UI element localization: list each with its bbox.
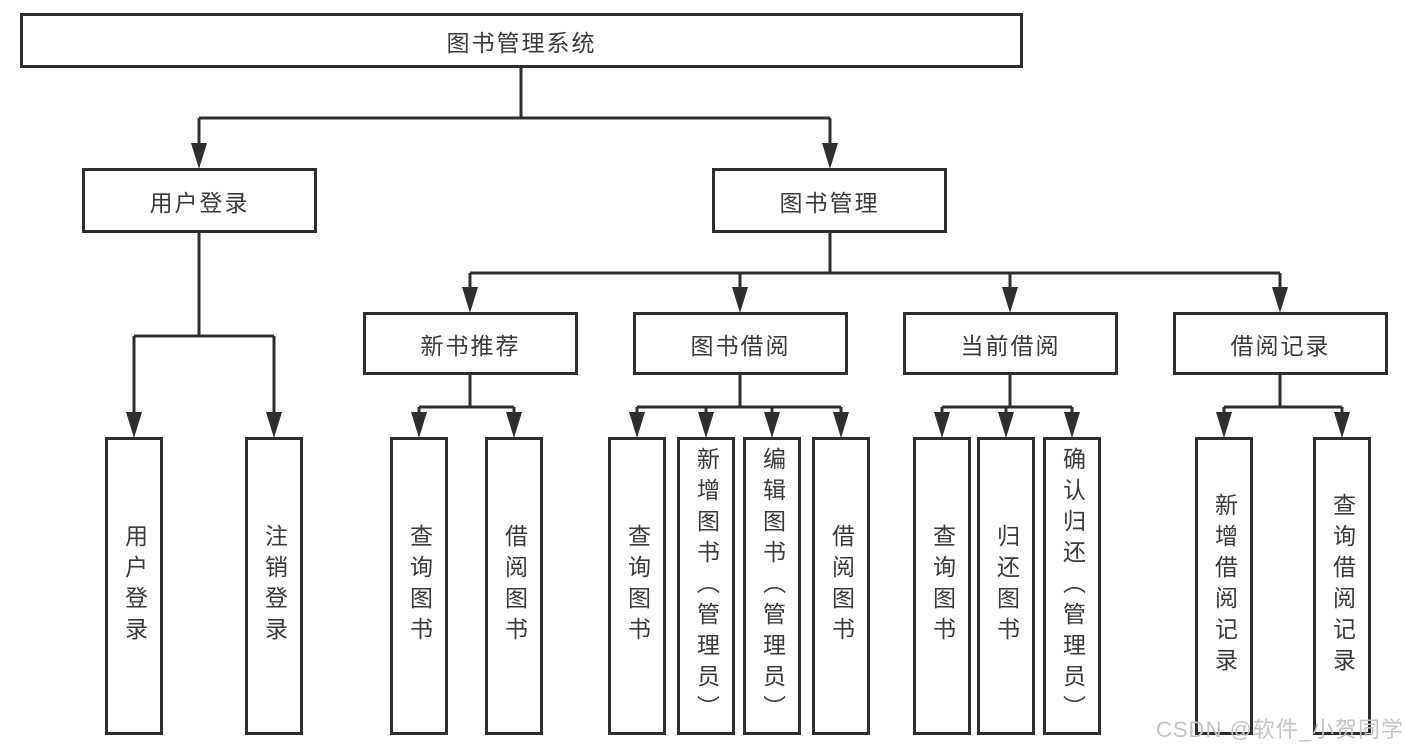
leaf-label: 查询图书 [624, 524, 651, 648]
leaf-label: 新增图书（管理员） [693, 446, 720, 726]
leaf-label: 编辑图书（管理员） [759, 446, 786, 726]
leaf-edit-books-admin: 编辑图书（管理员） [743, 437, 801, 735]
arrowheads [126, 143, 1350, 438]
leaf-add-books-admin: 新增图书（管理员） [677, 437, 735, 735]
node-label: 新书推荐 [420, 332, 521, 359]
node-borrow-records: 借阅记录 [1173, 312, 1388, 375]
leaf-user-login: 用户登录 [105, 437, 163, 735]
leaf-label: 确认归还（管理员） [1059, 446, 1086, 726]
leaf-borrow-books: 借阅图书 [812, 437, 870, 735]
leaf-label: 借阅图书 [501, 524, 528, 648]
node-current-borrow: 当前借阅 [903, 312, 1118, 375]
leaf-logout: 注销登录 [245, 437, 303, 735]
node-label: 借阅记录 [1230, 332, 1331, 359]
leaf-label: 查询借阅记录 [1329, 493, 1356, 679]
node-new-book-recommend: 新书推荐 [363, 312, 578, 375]
node-label: 用户登录 [149, 189, 250, 216]
leaf-confirm-return-admin: 确认归还（管理员） [1043, 437, 1101, 735]
leaf-label: 新增借阅记录 [1211, 493, 1238, 679]
leaf-query-books-current: 查询图书 [913, 437, 971, 735]
node-label: 图书借阅 [690, 332, 791, 359]
leaf-query-books-borrow: 查询图书 [608, 437, 666, 735]
leaf-label: 注销登录 [261, 524, 288, 648]
leaf-return-books: 归还图书 [977, 437, 1035, 735]
node-book-borrow: 图书借阅 [633, 312, 848, 375]
leaf-label: 归还图书 [993, 524, 1020, 648]
leaf-borrow-books-recommend: 借阅图书 [485, 437, 543, 735]
csdn-watermark: CSDN @软件_小贺同学 [1156, 717, 1405, 742]
node-user-login-branch: 用户登录 [82, 168, 317, 233]
node-label: 图书管理系统 [446, 29, 597, 56]
leaf-add-borrow-record: 新增借阅记录 [1195, 437, 1253, 735]
leaf-query-borrow-record: 查询借阅记录 [1313, 437, 1371, 735]
node-label: 图书管理 [779, 189, 880, 216]
leaf-label: 用户登录 [121, 524, 148, 648]
leaf-label: 查询图书 [406, 524, 433, 648]
node-label: 当前借阅 [960, 332, 1061, 359]
node-book-management-branch: 图书管理 [712, 168, 947, 233]
node-system-root: 图书管理系统 [20, 13, 1023, 68]
leaf-label: 借阅图书 [828, 524, 855, 648]
leaf-query-books-recommend: 查询图书 [390, 437, 448, 735]
leaf-label: 查询图书 [929, 524, 956, 648]
